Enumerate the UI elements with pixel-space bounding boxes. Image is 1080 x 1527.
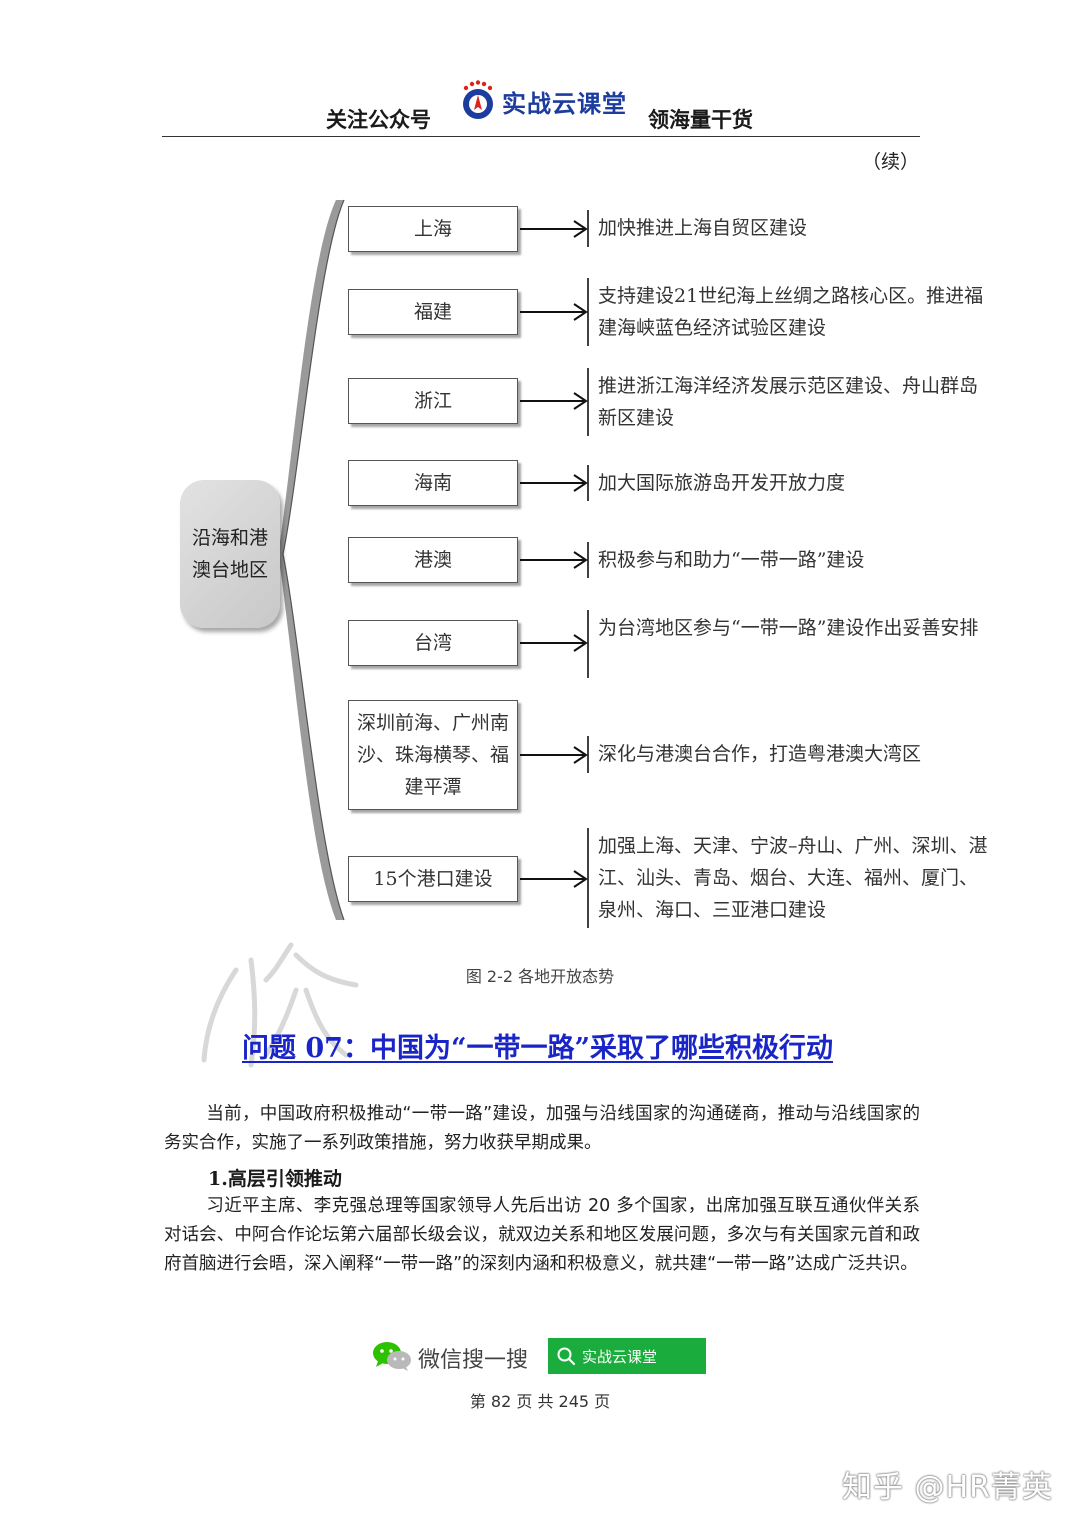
region-box: 深圳前海、广州南沙、珠海横琴、福建平潭 [348,700,518,810]
wechat-search-label: 微信搜一搜 [418,1348,529,1373]
hub-label: 沿海和港澳台地区 [191,527,268,581]
region-box: 福建 [348,289,518,335]
region-label: 浙江 [413,390,452,412]
region-label: 深圳前海、广州南沙、珠海横琴、福建平潭 [356,712,509,798]
header-right-text: 领海量干货 [648,107,753,132]
policy-text: 加快推进上海自贸区建设 [598,217,808,239]
arrow-head [573,634,588,652]
open-situation-diagram [278,199,589,928]
region-box: 台湾 [348,620,518,666]
section-heading: 问题 07：中国为“一带一路”采取了哪些积极行动 [242,1033,834,1064]
arrow-head [573,220,588,238]
page-number: 第 82 页 共 245 页 [469,1392,611,1411]
policy-text: 推进浙江海洋经济发展示范区建设、舟山群岛新区建设 [598,375,979,429]
policy-text: 支持建设21世纪海上丝绸之路核心区。推进福建海峡蓝色经济试验区建设 [598,285,984,339]
arrow-head [573,746,588,764]
hub-node: 沿海和港澳台地区 [180,480,280,628]
region-box: 上海 [348,206,518,252]
wechat-search-chip[interactable]: 实战云课堂 [548,1338,706,1374]
region-box: 港澳 [348,537,518,583]
region-box: 浙江 [348,378,518,424]
arrow-head [573,474,588,492]
header-left-text: 关注公众号 [326,107,431,132]
continued-label: （续） [862,151,920,173]
brand-logo-icon [463,80,493,119]
region-label: 15个港口建设 [373,868,493,890]
body-text: 习近平主席、李克强总理等国家领导人先后出访 20 多个国家，出席加强互联互通伙伴… [164,1196,920,1274]
region-label: 海南 [413,472,452,494]
search-icon [557,1347,576,1366]
figure-caption: 图 2-2 各地开放态势 [465,967,615,986]
brace-shape [278,200,344,920]
intro-text: 当前，中国政府积极推动“一带一路”建设，加强与沿线国家的沟通磋商，推动与沿线国家… [164,1104,920,1153]
policy-text: 为台湾地区参与“一带一路”建设作出妥善安排 [598,617,979,639]
arrow-head [573,303,588,321]
policy-text: 积极参与和助力“一带一路”建设 [598,549,865,571]
arrow-head [573,551,588,569]
arrow-head [573,870,588,888]
region-box: 15个港口建设 [348,856,518,902]
sub-heading: 1.高层引领推动 [208,1168,342,1190]
brand-name: 实战云课堂 [502,90,627,118]
region-label: 台湾 [413,632,452,654]
region-label: 福建 [413,301,452,323]
arrow-head [573,392,588,410]
intro-paragraph: 当前，中国政府积极推动“一带一路”建设，加强与沿线国家的沟通磋商，推动与沿线国家… [164,1100,920,1158]
region-box: 海南 [348,460,518,506]
search-chip-label: 实战云课堂 [582,1347,658,1366]
policy-text: 加强上海、天津、宁波–舟山、广州、深圳、湛江、汕头、青岛、烟台、大连、福州、厦门… [598,835,988,921]
region-label: 港澳 [413,549,452,571]
header-divider [162,136,920,137]
region-label: 上海 [413,218,452,240]
watermark-logo [201,942,359,1068]
wechat-icon [373,1342,411,1371]
policy-text: 深化与港澳台合作，打造粤港澳大湾区 [598,743,922,765]
policy-text: 加大国际旅游岛开发开放力度 [598,472,846,494]
zhihu-watermark: 知乎 @HR菁英 [842,1470,1053,1505]
body-paragraph: 习近平主席、李克强总理等国家领导人先后出访 20 多个国家，出席加强互联互通伙伴… [164,1192,920,1279]
